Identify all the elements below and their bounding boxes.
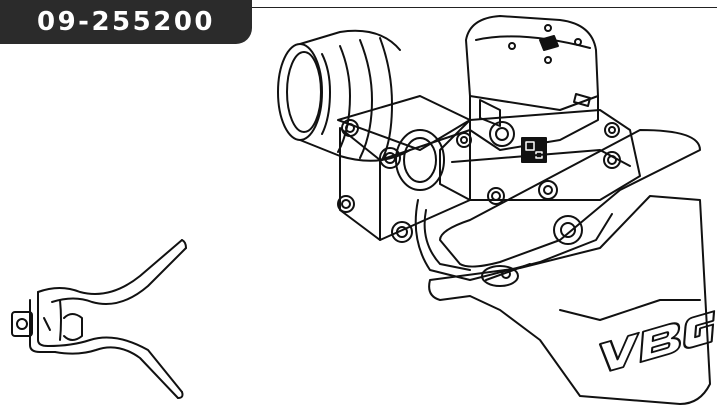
spring-clip-drawing bbox=[11, 239, 187, 399]
funnel-mouth bbox=[428, 129, 711, 405]
mounting-flange bbox=[337, 95, 471, 243]
air-cylinder bbox=[277, 29, 411, 162]
part-number: 09-255200 bbox=[36, 7, 216, 37]
top-rule-line bbox=[240, 7, 717, 8]
part-number-badge: 09-255200 bbox=[0, 0, 252, 44]
valve-housing bbox=[465, 15, 599, 163]
vbg-logo bbox=[598, 310, 716, 372]
coupling-body bbox=[414, 109, 641, 281]
